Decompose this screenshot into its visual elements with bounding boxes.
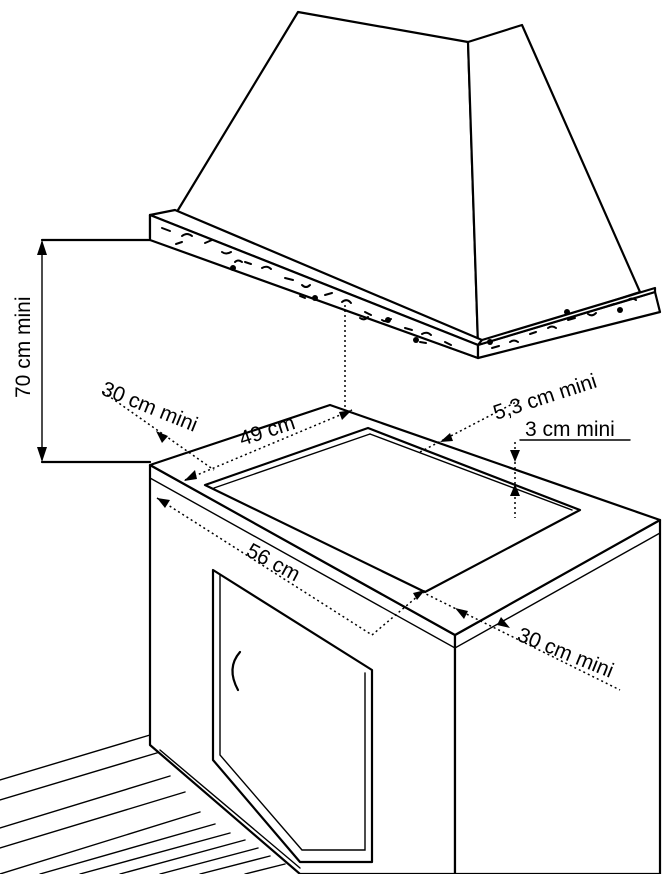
- cooktop-cutout: [203, 426, 582, 594]
- mantle-texture: [161, 227, 637, 349]
- cabinet-door: [211, 568, 374, 864]
- range-hood: [148, 10, 662, 360]
- label-hood-height: 70 cm mini: [12, 296, 35, 398]
- dimension-rear-gap: 3 cm mini: [510, 418, 631, 518]
- label-side-left: 30 cm mini: [98, 377, 201, 436]
- cabinet: [148, 403, 662, 874]
- label-rear-gap: 3 cm mini: [525, 418, 615, 441]
- dimension-hood-height: 70 cm mini: [12, 238, 152, 464]
- label-front-gap: 5,3 cm mini: [490, 370, 599, 425]
- floor-planks: [0, 734, 286, 874]
